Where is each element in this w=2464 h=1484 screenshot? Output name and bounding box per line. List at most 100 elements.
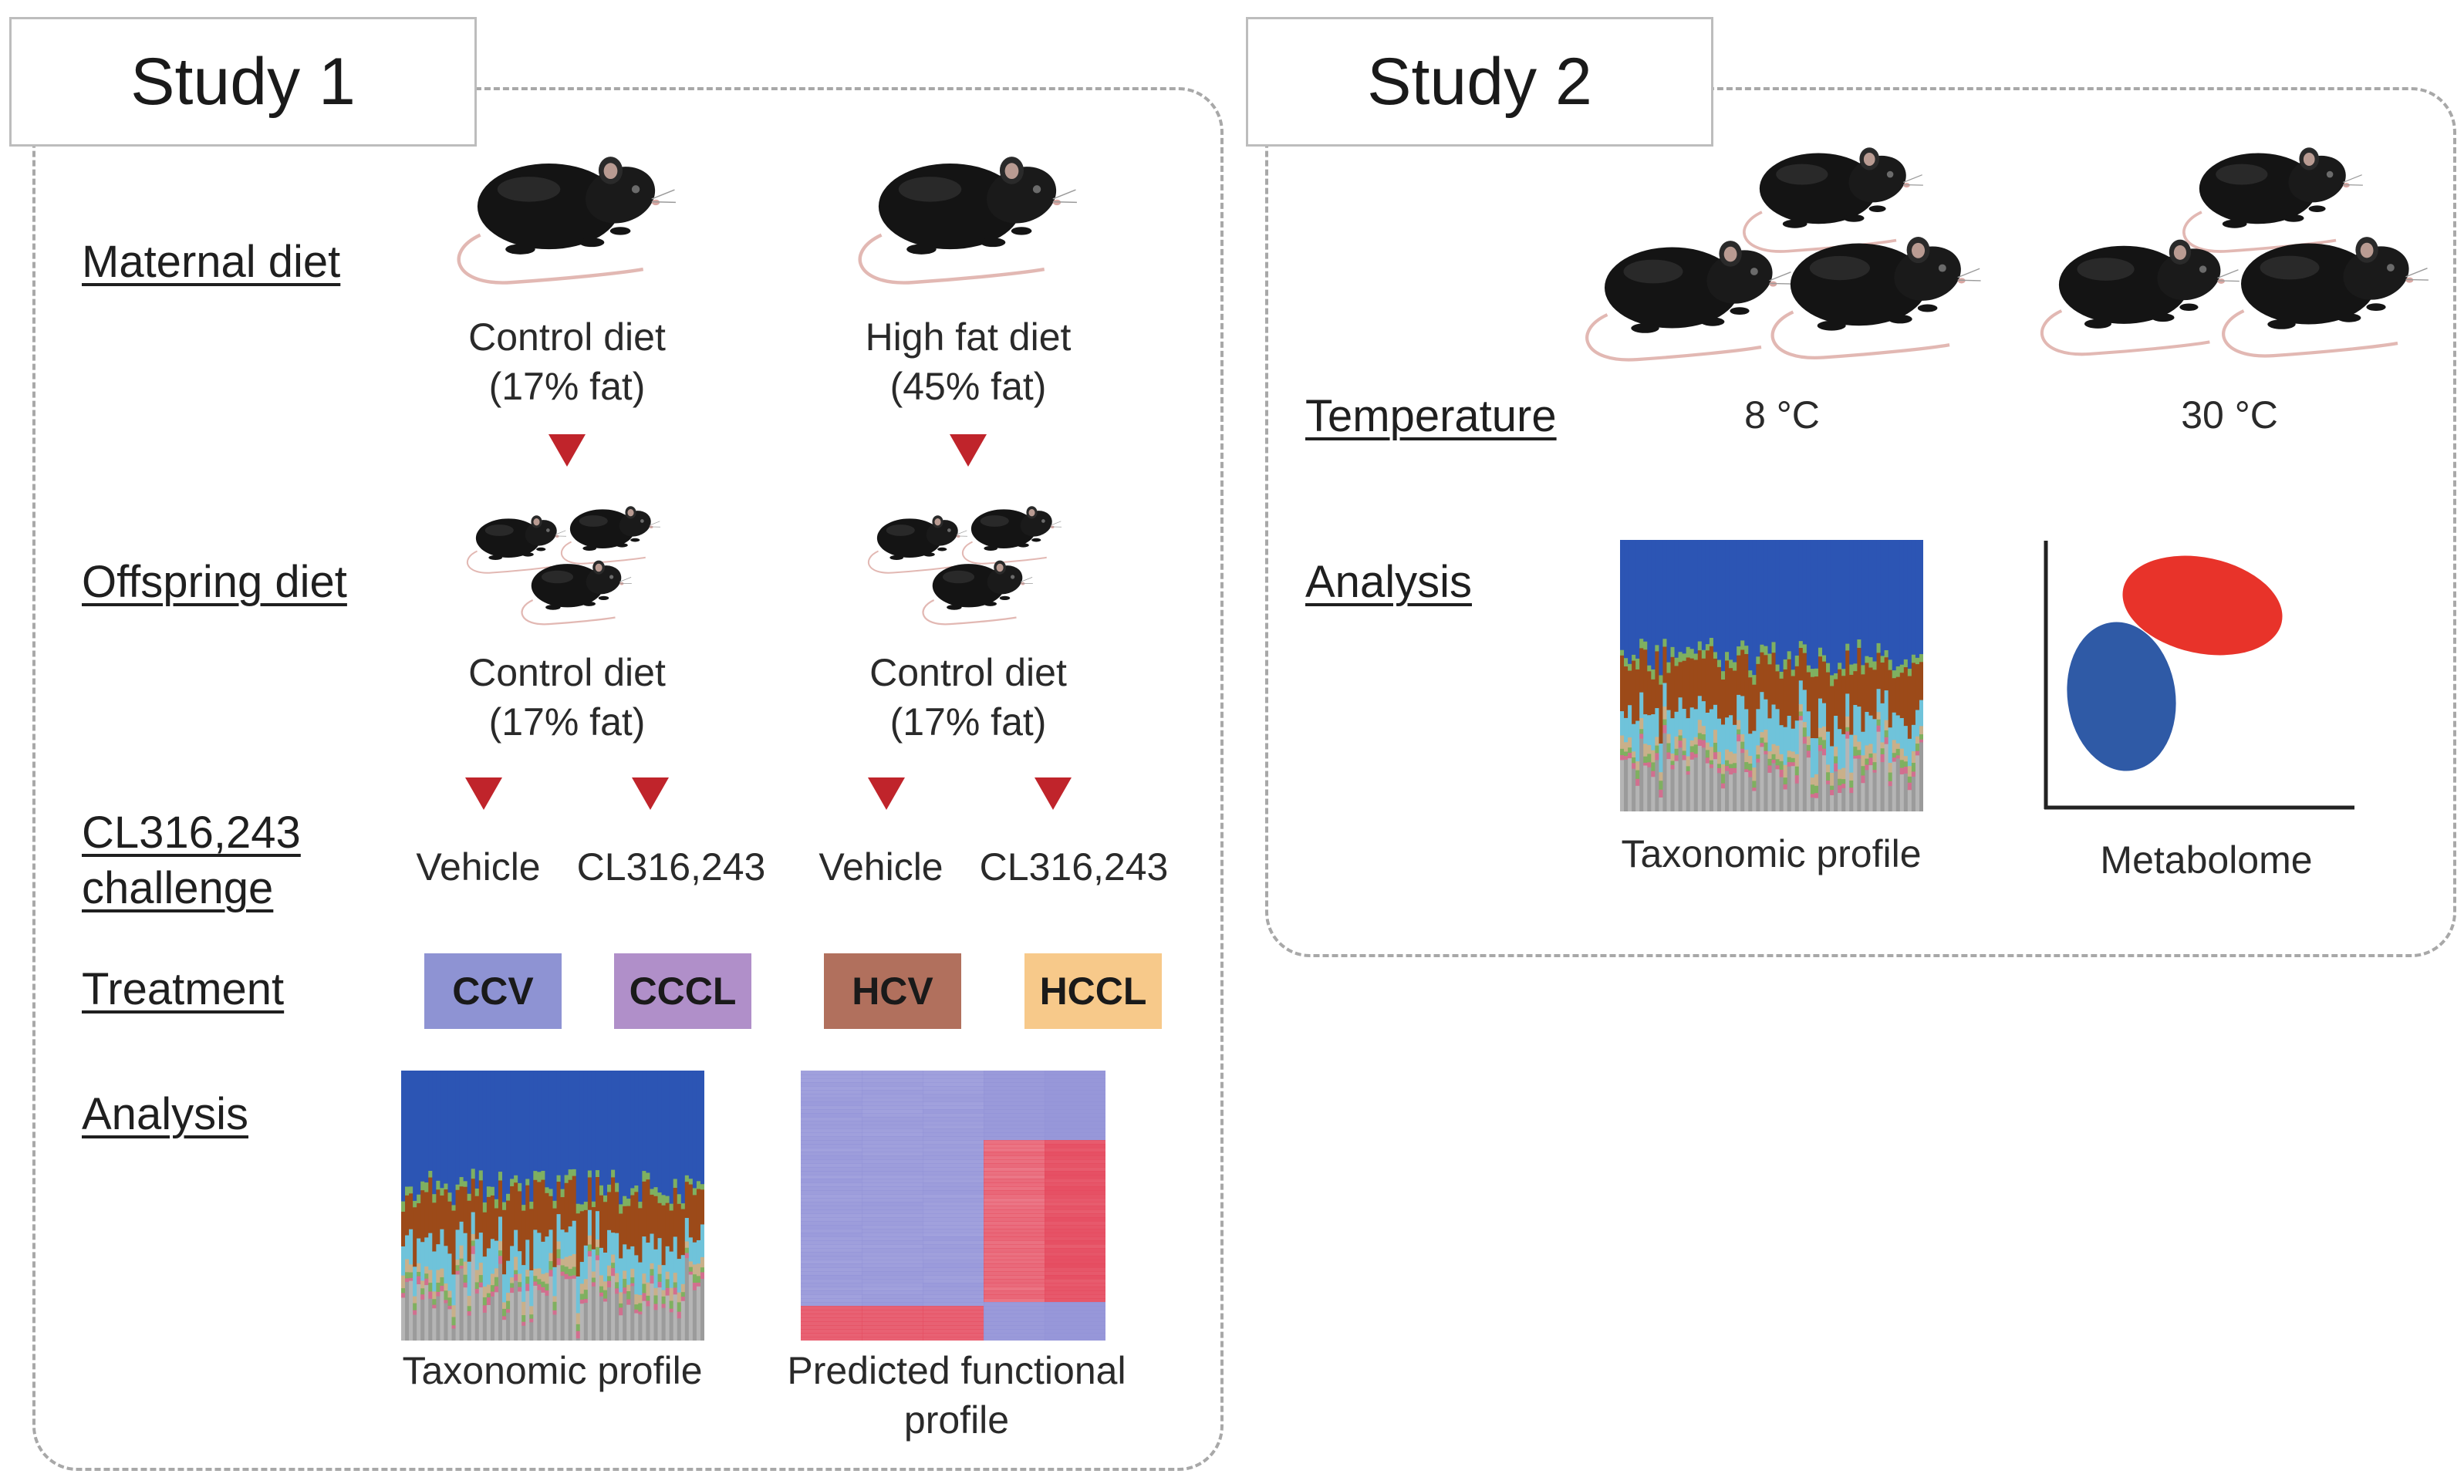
stacked-bar-segment bbox=[1682, 738, 1687, 751]
stacked-bar-segment bbox=[603, 1071, 608, 1196]
challenge-group-2: CL316,243 bbox=[576, 845, 766, 889]
heatmap-cell bbox=[1045, 1182, 1105, 1187]
stacked-bar-segment bbox=[1748, 755, 1753, 764]
stacked-bar-segment bbox=[650, 1283, 655, 1341]
taxonomic-profile-caption-study1: Taxonomic profile bbox=[402, 1349, 703, 1392]
stacked-bar-segment bbox=[1764, 646, 1769, 656]
stacked-bar-segment bbox=[603, 1290, 608, 1300]
stacked-bar-segment bbox=[1716, 659, 1722, 668]
stacked-bar-segment bbox=[638, 1311, 643, 1315]
stacked-bar-segment bbox=[599, 1296, 604, 1341]
stacked-bar-segment bbox=[529, 1318, 534, 1323]
stacked-bar-segment bbox=[1787, 659, 1792, 717]
stacked-bar-segment bbox=[467, 1296, 472, 1307]
stacked-bar-segment bbox=[1659, 772, 1664, 781]
stacked-bar-segment bbox=[665, 1071, 670, 1197]
heatmap-cell bbox=[923, 1248, 984, 1253]
stacked-bar-segment bbox=[1721, 764, 1726, 774]
heatmap-cell bbox=[862, 1074, 923, 1079]
heatmap-cell bbox=[801, 1290, 862, 1295]
heatmap-cell bbox=[1045, 1194, 1105, 1199]
stacked-bar-segment bbox=[498, 1256, 503, 1265]
stacked-bar-segment bbox=[1895, 540, 1901, 667]
stacked-bar-segment bbox=[1729, 540, 1733, 660]
heatmap-cell bbox=[984, 1167, 1045, 1172]
stacked-bar-segment bbox=[424, 1237, 429, 1267]
stacked-bar-segment bbox=[459, 1245, 464, 1260]
stacked-bar-segment bbox=[471, 1253, 476, 1341]
stacked-bar-segment bbox=[1868, 757, 1874, 766]
stacked-bar-segment bbox=[1767, 765, 1773, 774]
stacked-bar-segment bbox=[502, 1202, 507, 1211]
stacked-bar-segment bbox=[451, 1274, 457, 1306]
heatmap-cell bbox=[923, 1078, 984, 1083]
stacked-bar-segment bbox=[1756, 754, 1760, 760]
stacked-bar-segment bbox=[1907, 676, 1912, 740]
stacked-bar-segment bbox=[1655, 645, 1659, 652]
heatmap-cell bbox=[923, 1252, 984, 1256]
stacked-bar-segment bbox=[455, 1184, 461, 1191]
stacked-bar-segment bbox=[630, 1246, 635, 1270]
heatmap-cell bbox=[984, 1287, 1045, 1291]
stacked-bar-segment bbox=[619, 1315, 623, 1341]
heatmap-cell bbox=[862, 1125, 923, 1129]
heatmap-cell bbox=[801, 1225, 862, 1229]
heatmap-cell bbox=[862, 1240, 923, 1245]
stacked-bar-segment bbox=[1849, 540, 1854, 666]
stacked-bar-segment bbox=[459, 1177, 464, 1187]
stacked-bar-segment bbox=[447, 1253, 453, 1291]
stacked-bar-segment bbox=[661, 1205, 667, 1266]
stacked-bar-segment bbox=[451, 1325, 457, 1329]
stacked-bar-segment bbox=[1794, 655, 1800, 667]
stacked-bar-segment bbox=[432, 1299, 437, 1306]
stacked-bar-segment bbox=[474, 1282, 480, 1290]
stacked-bar-segment bbox=[1791, 669, 1796, 676]
stacked-bar-segment bbox=[1806, 540, 1811, 666]
stacked-bar-segment bbox=[1756, 762, 1760, 811]
stacked-bar-segment bbox=[1725, 771, 1730, 811]
heatmap-cell bbox=[801, 1333, 862, 1337]
heatmap-cell bbox=[923, 1186, 984, 1191]
stacked-bar-segment bbox=[1662, 725, 1668, 734]
heatmap-cell bbox=[862, 1159, 923, 1164]
heatmap-cell bbox=[801, 1271, 862, 1276]
stacked-bar-segment bbox=[1767, 718, 1773, 752]
stacked-bar-segment bbox=[626, 1206, 631, 1250]
stacked-bar-segment bbox=[463, 1274, 468, 1283]
stacked-bar-segment bbox=[661, 1071, 667, 1196]
stacked-bar-segment bbox=[1740, 640, 1745, 650]
stacked-bar-segment bbox=[1787, 757, 1792, 763]
stacked-bar-segment bbox=[1716, 718, 1722, 753]
stacked-bar-segment bbox=[1787, 540, 1792, 652]
stacked-bar-segment bbox=[1635, 658, 1640, 670]
stacked-bar-segment bbox=[1783, 540, 1788, 660]
stacked-bar-segment bbox=[615, 1182, 619, 1192]
stacked-bar-segment bbox=[1794, 540, 1800, 656]
stacked-bar-segment bbox=[583, 1209, 589, 1246]
stacked-bar-segment bbox=[579, 1262, 585, 1284]
stacked-bar-segment bbox=[514, 1274, 518, 1281]
stacked-bar-segment bbox=[1674, 755, 1679, 762]
stacked-bar-segment bbox=[1876, 643, 1882, 653]
stacked-bar-segment bbox=[692, 1188, 697, 1196]
stacked-bar-segment bbox=[665, 1295, 670, 1341]
stacked-bar-segment bbox=[1907, 782, 1912, 791]
stacked-bar-segment bbox=[1822, 748, 1827, 756]
stacked-bar-segment bbox=[1760, 732, 1765, 738]
stacked-bar-segment bbox=[607, 1276, 612, 1282]
heatmap-cell bbox=[984, 1086, 1045, 1091]
heatmap-cell bbox=[984, 1105, 1045, 1110]
heatmap-cell bbox=[923, 1155, 984, 1160]
stacked-bar-segment bbox=[1802, 690, 1807, 723]
stacked-bar-segment bbox=[1740, 753, 1745, 811]
stacked-bar-segment bbox=[1628, 705, 1632, 738]
stacked-bar-segment bbox=[572, 1175, 577, 1222]
stacked-bar-segment bbox=[1716, 764, 1722, 769]
stacked-bar-segment bbox=[1737, 540, 1741, 647]
stacked-bar-segment bbox=[1659, 789, 1664, 798]
stacked-bar-segment bbox=[568, 1279, 573, 1341]
stacked-bar-segment bbox=[595, 1260, 600, 1341]
stacked-bar-segment bbox=[541, 1179, 546, 1243]
warm-group-mouse-icon bbox=[2033, 220, 2241, 360]
stacked-bar-segment bbox=[1744, 772, 1749, 811]
